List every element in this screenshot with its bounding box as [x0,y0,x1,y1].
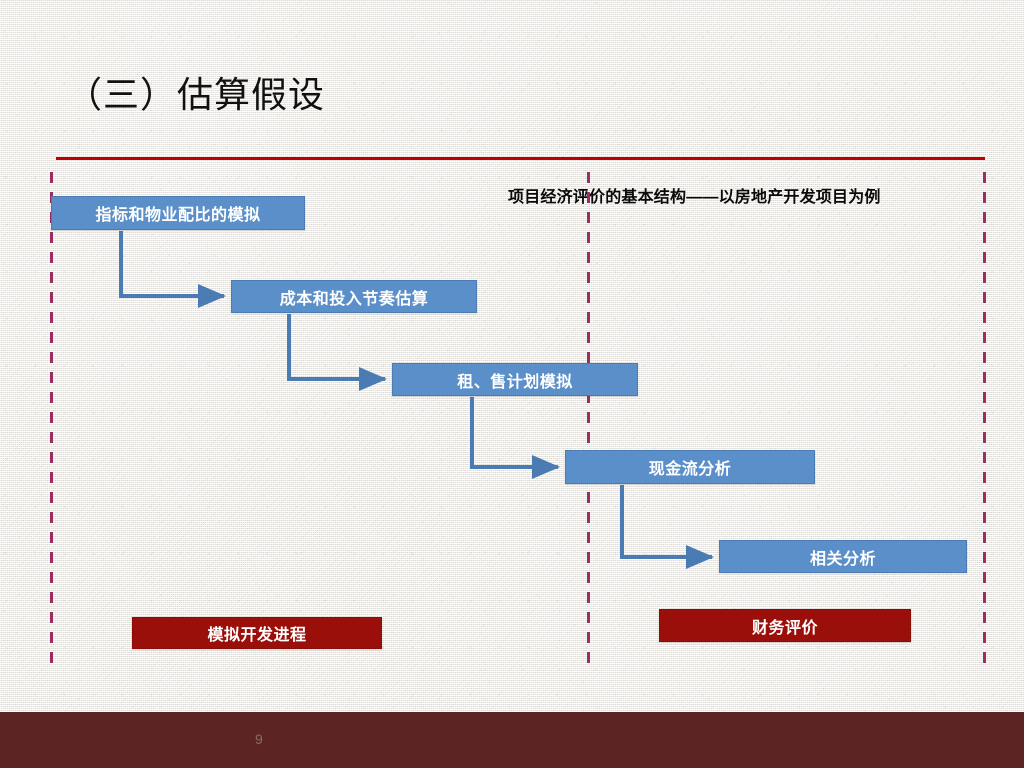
connector-indicator-to-cost [119,231,226,308]
title-divider-rule [56,157,985,160]
connector-cost-to-rentsale [287,314,387,391]
page-title: （三）估算假设 [66,74,326,115]
page-number: 9 [255,731,264,747]
connector-rentsale-to-cashflow [470,397,560,479]
process-box-cost[interactable]: 成本和投入节奏估算 [231,280,477,313]
dashed-separator-middle [587,172,590,665]
process-box-cashflow[interactable]: 现金流分析 [565,450,815,484]
dashed-separator-left [50,172,53,665]
dashed-separator-right [983,172,986,665]
diagram-subtitle: 项目经济评价的基本结构——以房地产开发项目为例 [508,189,881,206]
process-box-rentsale[interactable]: 租、售计划模拟 [392,363,638,396]
footer-bar [0,712,1024,768]
process-box-related[interactable]: 相关分析 [719,540,967,573]
connector-cashflow-to-related [620,485,714,569]
process-box-indicator[interactable]: 指标和物业配比的模拟 [51,196,305,230]
summary-box-finance[interactable]: 财务评价 [659,609,911,642]
summary-box-progress[interactable]: 模拟开发进程 [132,617,382,649]
